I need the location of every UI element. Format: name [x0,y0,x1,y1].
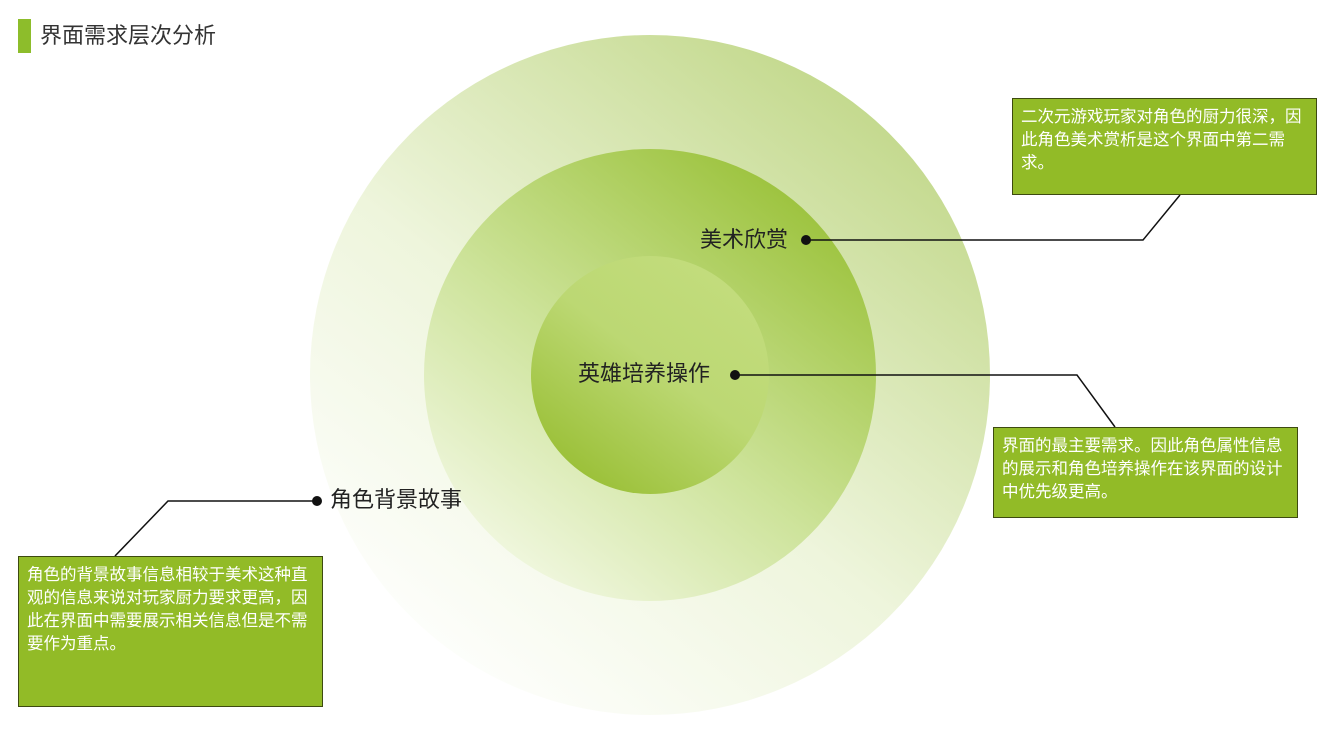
page-title: 界面需求层次分析 [40,24,217,49]
note-core: 界面的最主要需求。因此角色属性信息的展示和角色培养操作在该界面的设计中优先级更高… [993,427,1298,518]
note-art: 二次元游戏玩家对角色的厨力很深，因此角色美术赏析是这个界面中第二需求。 [1012,98,1317,195]
outer-ring-dot [312,496,322,506]
middle-ring-label: 美术欣赏 [700,228,789,253]
connector-core [735,374,1116,428]
connector-story [114,500,317,557]
title-accent-bar [18,19,31,53]
connector-art [806,194,1181,241]
inner-ring [531,256,769,494]
inner-ring-label: 英雄培养操作 [578,362,711,387]
middle-ring-dot [801,235,811,245]
note-story: 角色的背景故事信息相较于美术这种直观的信息来说对玩家厨力要求更高，因此在界面中需… [18,556,323,707]
outer-ring-label: 角色背景故事 [330,488,463,513]
inner-ring-dot [730,370,740,380]
